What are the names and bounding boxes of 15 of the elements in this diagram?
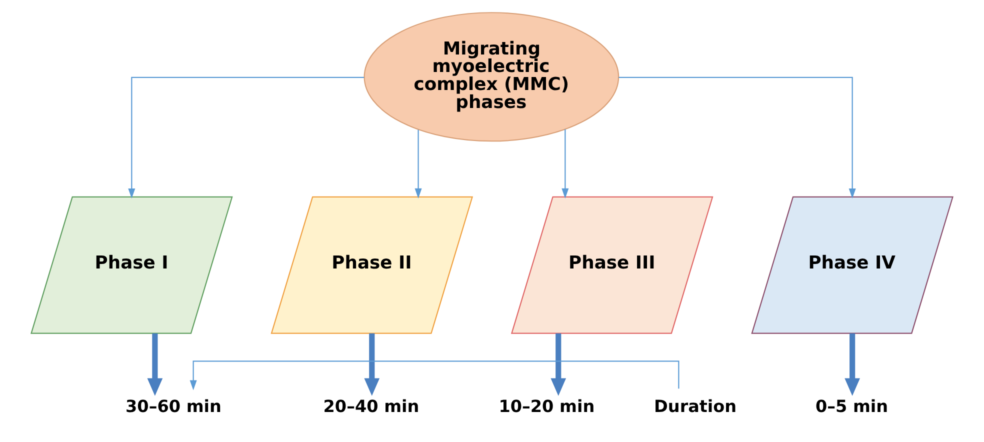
node-ellipse: Migrating myoelectric complex (MMC) phases <box>364 12 620 142</box>
node-text: 30–60 min <box>126 396 222 416</box>
arrow <box>364 333 380 396</box>
arrow <box>190 360 680 390</box>
node-text: Duration <box>654 396 737 416</box>
arrow <box>414 130 422 198</box>
arrow <box>562 129 569 198</box>
arrow <box>550 333 566 396</box>
arrow <box>844 333 860 396</box>
arrow <box>147 333 163 396</box>
arrow <box>618 76 856 199</box>
node-text: 20–40 min <box>323 396 420 416</box>
node-text: 10–20 min <box>498 396 595 416</box>
node-text: 0–5 min <box>815 396 888 416</box>
arrow <box>128 76 364 199</box>
